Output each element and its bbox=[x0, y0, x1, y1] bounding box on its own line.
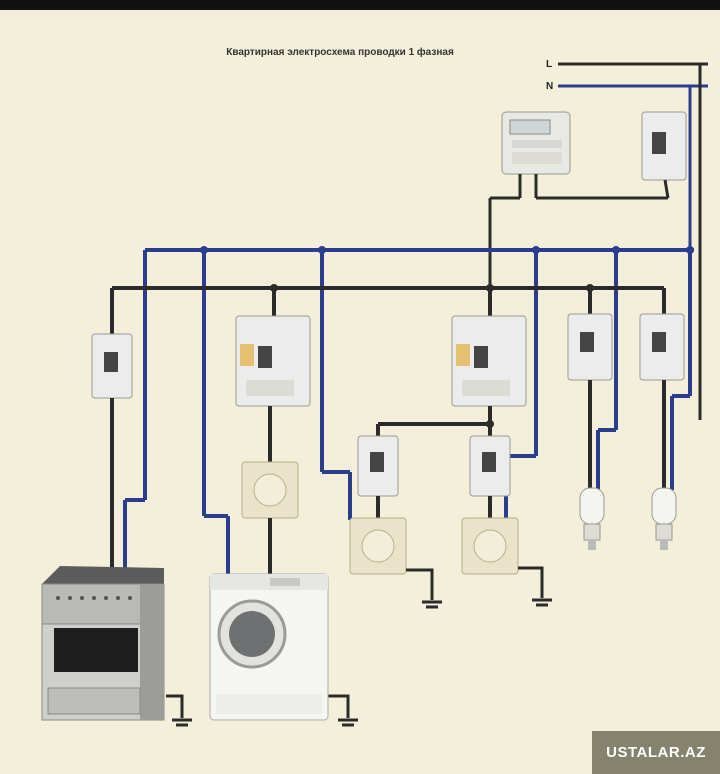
rcd-right bbox=[451, 315, 527, 407]
phase-label: L bbox=[546, 59, 553, 70]
supply-lines bbox=[558, 62, 708, 420]
diagram-title: Квартирная электросхема проводки 1 фазна… bbox=[226, 47, 454, 58]
lamp-2-icon bbox=[651, 487, 677, 550]
socket-2 bbox=[349, 517, 407, 575]
lamp-1-icon bbox=[579, 487, 605, 550]
socket-1 bbox=[241, 461, 299, 519]
electric-stove-icon bbox=[41, 566, 165, 721]
breaker-socket-2 bbox=[357, 435, 399, 497]
top-bar bbox=[0, 0, 720, 10]
electric-meter bbox=[501, 111, 571, 175]
ground-icons bbox=[172, 598, 552, 727]
lighting-breaker-1 bbox=[567, 313, 613, 381]
washing-machine-icon bbox=[209, 573, 329, 721]
ground-wires-sockets bbox=[166, 566, 544, 718]
rcd-left bbox=[235, 315, 311, 407]
watermark-badge: USTALAR.AZ bbox=[592, 731, 720, 774]
lighting-breaker-2 bbox=[639, 313, 685, 381]
neutral-bus bbox=[123, 248, 694, 580]
neutral-label: N bbox=[546, 81, 554, 92]
breaker-socket-3 bbox=[469, 435, 511, 497]
socket-3 bbox=[461, 517, 519, 575]
neutral-bus-nodes bbox=[200, 246, 694, 254]
main-breaker bbox=[641, 111, 687, 181]
cooker-breaker bbox=[91, 333, 133, 399]
phase-bus bbox=[110, 286, 666, 340]
phase-bus-nodes bbox=[270, 284, 594, 292]
